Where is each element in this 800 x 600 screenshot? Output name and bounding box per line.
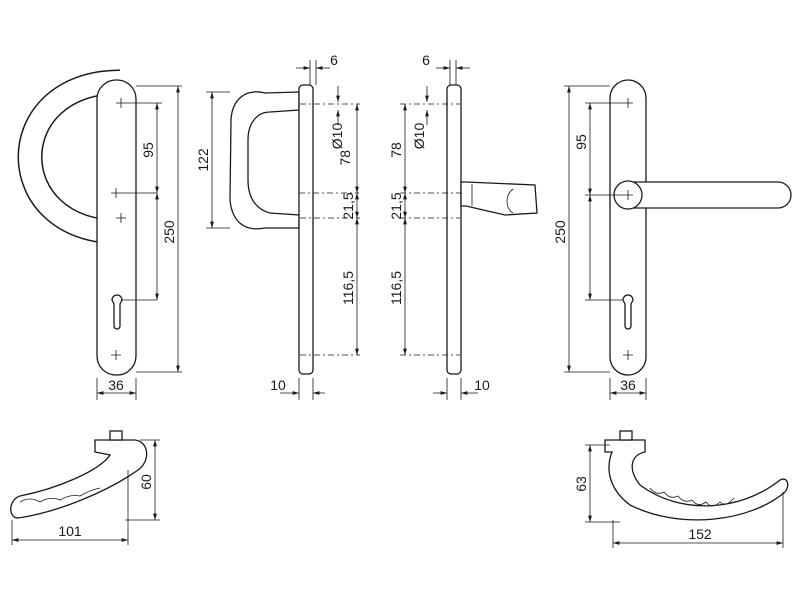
extension-lines [564,85,647,400]
dim-101: 101 [58,523,82,539]
dim-dia10: Ø10 [329,123,345,150]
screw-marks [111,98,126,360]
dim-122: 122 [195,148,211,172]
spindle [619,430,633,441]
dim-60: 60 [138,474,154,490]
dim-116-5: 116,5 [388,271,404,305]
dim-dia10: Ø10 [411,123,427,150]
lever-handle-top-profile [604,439,789,521]
backplate-side [298,84,314,375]
center-lines [299,103,360,356]
dim-152: 152 [688,526,712,542]
lever-handle-side-view: 6 Ø10 78 21,5 116,5 10 [388,52,538,400]
extension-lines [96,85,182,400]
dim-63: 63 [573,476,589,492]
d-handle-fill [19,71,121,243]
spindle [109,430,123,441]
screw-marks [623,98,633,360]
dim-6: 6 [422,52,430,68]
backplate [609,79,647,376]
lever-profile [460,181,538,216]
dim-78: 78 [337,150,353,166]
pull-handle-side-view: 122 6 Ø10 78 21,5 116,5 10 [195,52,360,400]
dim-36: 36 [108,377,124,393]
pull-handle-top-view: 60 101 [10,430,160,545]
grip-ridges [649,487,735,507]
extension-lines [585,444,784,548]
extension-lines [206,60,317,400]
dim-10: 10 [270,377,286,393]
dim-78: 78 [388,142,404,158]
extension-lines [11,439,160,545]
dim-6: 6 [330,52,338,68]
dim-95: 95 [140,142,156,158]
dim-36: 36 [620,377,636,393]
backplate [96,79,137,376]
backplate-side [446,84,462,375]
extension-lines [446,60,462,400]
keyhole-icon [111,294,123,330]
pull-handle-profile [229,91,300,230]
lever-detail-lines [471,184,514,214]
dim-250: 250 [552,220,568,244]
lever-handle-top-view: 63 152 [573,430,789,548]
dim-116-5: 116,5 [340,271,356,305]
dim-250: 250 [161,220,177,244]
pull-handle-top-profile [10,439,148,519]
dim-21-5: 21,5 [388,192,404,219]
dim-10: 10 [474,377,490,393]
dim-21-5: 21,5 [340,192,356,219]
lever-handle-front-view: 95 250 36 [552,79,792,400]
grip-ridges [19,487,101,503]
pull-handle-front-view: 95 250 36 [17,69,182,400]
lever-arm [627,181,792,209]
center-lines [400,103,465,356]
dim-95: 95 [573,134,589,150]
keyhole-icon [622,294,634,330]
